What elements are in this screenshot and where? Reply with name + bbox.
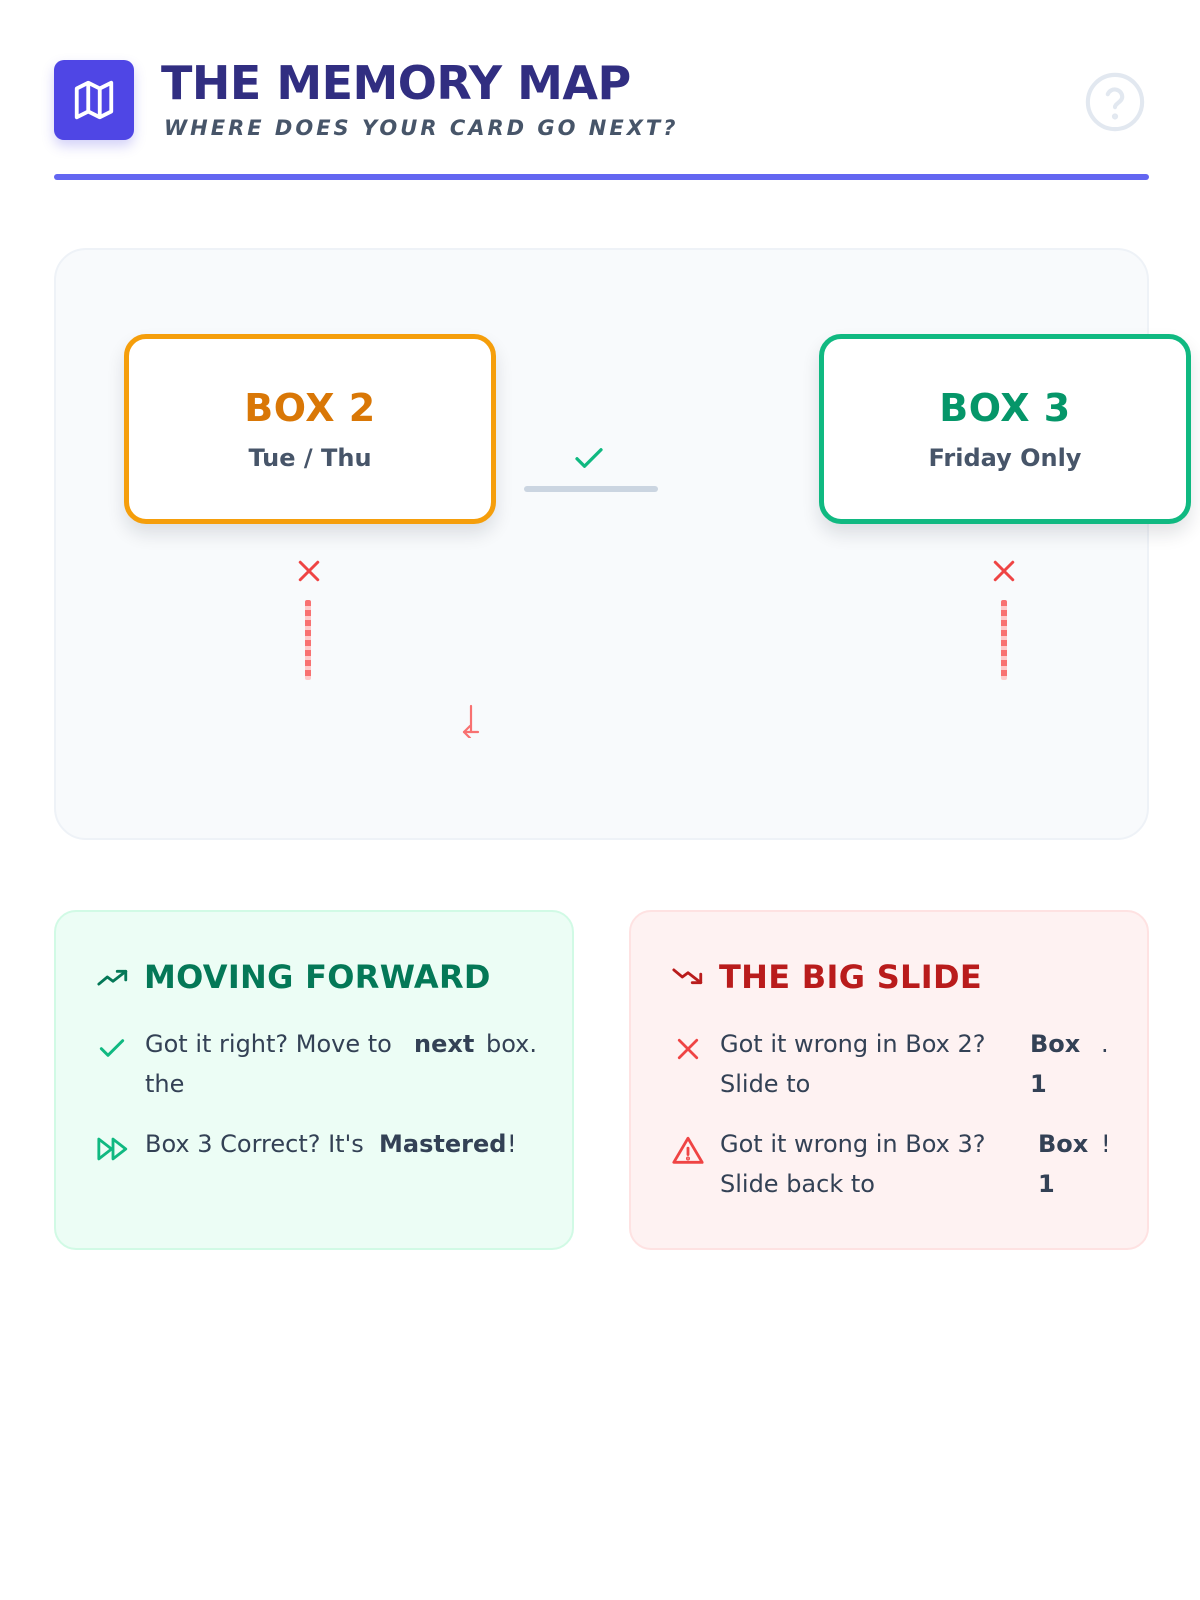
forward-rule-1-text: Got it right? Move to bbox=[145, 1030, 392, 1058]
forward-rule-1-tail: box. bbox=[486, 1030, 538, 1058]
slide-rule-1-target-number: 1 bbox=[1030, 1070, 1047, 1098]
page-subtitle: WHERE DOES YOUR CARD GO NEXT? bbox=[164, 116, 679, 140]
box-3-fail-path bbox=[1001, 600, 1007, 680]
box-3-schedule: Friday Only bbox=[928, 444, 1082, 472]
forward-rule-2-emphasis: Mastered bbox=[379, 1130, 507, 1158]
forward-rule-2-text: Box 3 Correct? It's bbox=[145, 1130, 364, 1158]
box-2-fail-path bbox=[305, 600, 311, 680]
slide-rule-2-target: Box bbox=[1038, 1130, 1089, 1158]
forward-rule-1-text-wrap: the bbox=[145, 1070, 185, 1098]
slide-rule-1-text: Got it wrong in Box 2? bbox=[720, 1030, 986, 1058]
header-divider bbox=[54, 174, 1149, 180]
big-slide-title: THE BIG SLIDE bbox=[719, 958, 982, 996]
moving-forward-card: MOVING FORWARD Got it right? Move to the… bbox=[54, 910, 574, 1250]
slide-rule-2-text: Got it wrong in Box 3? bbox=[720, 1130, 986, 1158]
check-icon bbox=[99, 1039, 125, 1057]
page-title: THE MEMORY MAP bbox=[161, 56, 631, 110]
box2-to-box3-connector bbox=[524, 486, 658, 492]
forward-rule-1-emphasis: next bbox=[414, 1030, 475, 1058]
slide-rule-2-tail: ! bbox=[1101, 1130, 1111, 1158]
box-2-schedule: Tue / Thu bbox=[248, 444, 372, 472]
logo bbox=[54, 60, 134, 140]
x-icon bbox=[298, 560, 320, 582]
box-2-node: BOX 2 Tue / Thu bbox=[124, 334, 496, 524]
forward-rule-2-tail: ! bbox=[507, 1130, 517, 1158]
map-icon bbox=[74, 80, 114, 120]
slide-rule-2-text-wrap: Slide back to bbox=[720, 1170, 875, 1198]
moving-forward-title: MOVING FORWARD bbox=[144, 958, 491, 996]
memory-map-diagram: BOX 2 Tue / Thu BOX 3 Friday Only bbox=[54, 248, 1191, 840]
slide-rule-1-tail: . bbox=[1101, 1030, 1109, 1058]
big-slide-header: THE BIG SLIDE bbox=[671, 958, 982, 996]
box-3-node: BOX 3 Friday Only bbox=[819, 334, 1191, 524]
box-3-title: BOX 3 bbox=[939, 386, 1071, 430]
slide-rule-1-target: Box bbox=[1030, 1030, 1081, 1058]
slide-rule-1-text-wrap: Slide to bbox=[720, 1070, 811, 1098]
x-icon bbox=[677, 1038, 699, 1060]
slide-rule-2-target-number: 1 bbox=[1038, 1170, 1055, 1198]
x-icon bbox=[993, 560, 1015, 582]
warning-icon bbox=[672, 1136, 704, 1164]
moving-forward-header: MOVING FORWARD bbox=[96, 958, 491, 996]
check-icon bbox=[575, 448, 603, 468]
question-circle-icon bbox=[1085, 72, 1145, 132]
help-button[interactable] bbox=[1084, 71, 1146, 133]
big-slide-card: THE BIG SLIDE Got it wrong in Box 2? Sli… bbox=[629, 910, 1149, 1250]
box-2-title: BOX 2 bbox=[244, 386, 376, 430]
arrow-down-left-icon bbox=[462, 704, 480, 738]
trending-up-icon bbox=[97, 969, 128, 986]
fast-forward-icon bbox=[97, 1137, 128, 1161]
header: THE MEMORY MAP WHERE DOES YOUR CARD GO N… bbox=[54, 56, 1149, 180]
trending-down-icon bbox=[672, 968, 703, 985]
